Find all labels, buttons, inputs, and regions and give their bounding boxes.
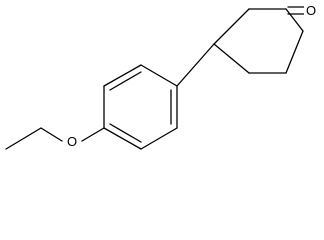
bond xyxy=(81,127,105,142)
bond xyxy=(140,64,178,87)
bond xyxy=(285,8,304,32)
aromatic-inner-bond xyxy=(109,71,142,91)
bond xyxy=(285,30,304,74)
aromatic-inner-bond xyxy=(109,123,142,143)
bond xyxy=(40,127,63,142)
bond xyxy=(213,8,250,45)
ether-oxygen: O xyxy=(65,133,79,149)
cyclohexanone-ring xyxy=(213,8,304,74)
ketone-oxygen-label: O xyxy=(306,3,316,18)
ethoxy-group xyxy=(5,127,105,150)
bond xyxy=(140,127,178,150)
benzene-ring xyxy=(103,64,178,150)
bond xyxy=(103,64,142,87)
chemical-structure: O O xyxy=(5,2,318,150)
ketone-oxygen: O xyxy=(304,2,318,18)
carbonyl-double-bond xyxy=(287,6,307,15)
bond xyxy=(213,43,250,74)
ring-to-phenyl-bond xyxy=(176,43,215,87)
ether-oxygen-label: O xyxy=(67,134,77,149)
bond xyxy=(103,127,142,150)
bond xyxy=(5,127,42,150)
